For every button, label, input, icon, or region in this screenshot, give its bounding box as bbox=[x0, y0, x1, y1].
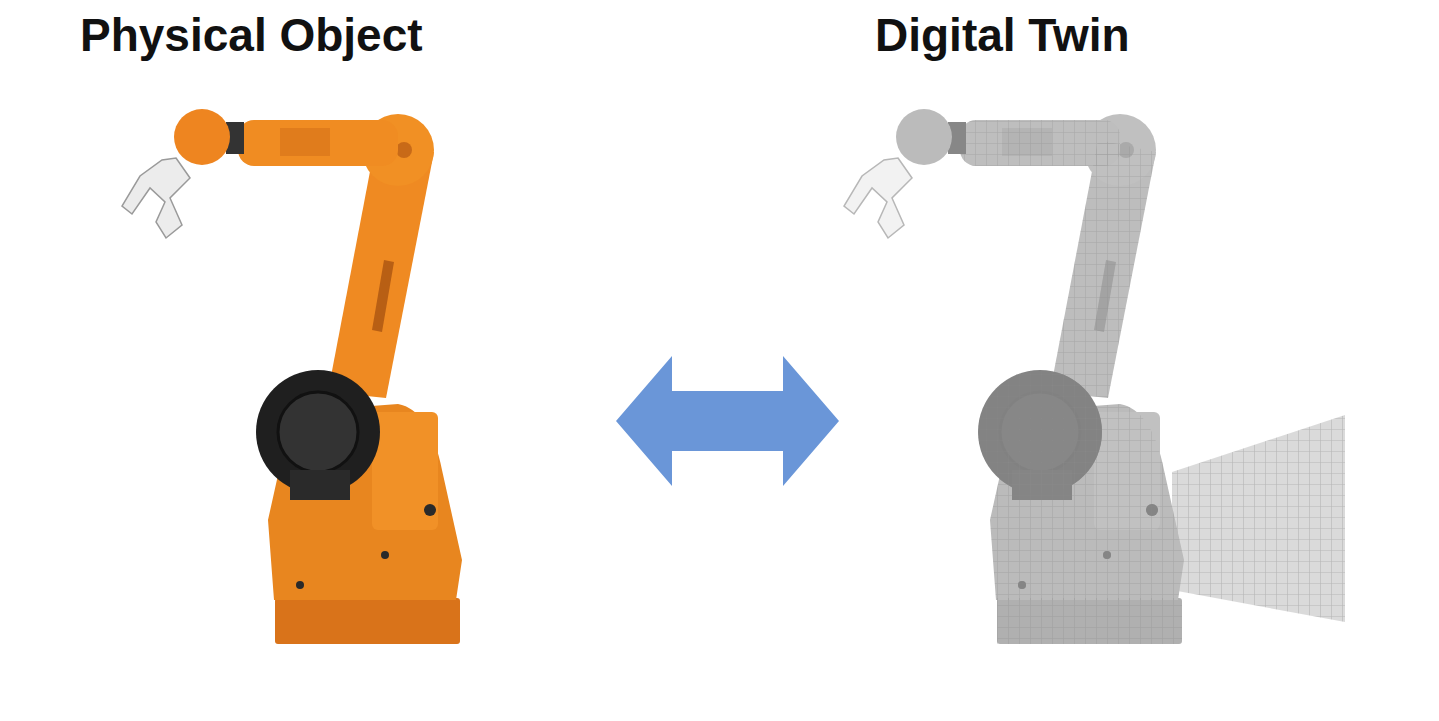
twin-projection-cone bbox=[1172, 415, 1345, 622]
node-heading: Digital Twin bbox=[875, 8, 1375, 62]
robot-node: Physical Object bbox=[70, 8, 610, 658]
node-heading: Physical Object bbox=[80, 8, 610, 62]
twin-grid bbox=[997, 598, 1182, 644]
digital-twin-robot bbox=[844, 109, 1184, 644]
double-arrow bbox=[616, 356, 839, 486]
twin-grid bbox=[960, 120, 1120, 166]
physical-robot bbox=[122, 109, 462, 644]
twin-grid-overlay bbox=[960, 120, 1184, 644]
robot-node: Digital Twin bbox=[845, 8, 1375, 658]
twin-grid bbox=[1050, 140, 1156, 398]
twin-grid bbox=[978, 370, 1102, 494]
